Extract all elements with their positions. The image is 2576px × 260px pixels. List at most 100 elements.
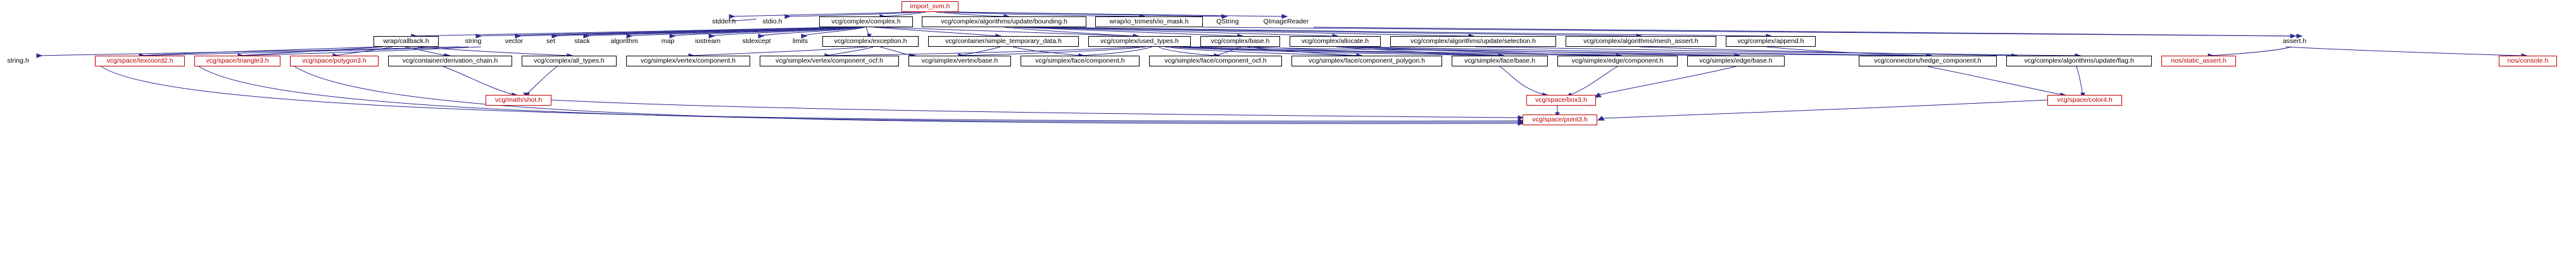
graph-node-label: stddef.h [712,18,736,26]
graph-node-n8[interactable]: wrap/callback.h [374,36,439,47]
graph-node-n18[interactable]: vcg/complex/exception.h [822,36,919,47]
graph-node-n31[interactable]: vcg/container/derivation_chain.h [388,56,512,66]
graph-node-n17[interactable]: limits [788,36,812,47]
graph-node-label: vcg/complex/exception.h [834,37,907,46]
graph-node-label: vcg/container/simple_temporary_data.h [945,37,1062,46]
graph-node-label: QImageReader [1263,18,1309,26]
graph-node-label: vcg/complex/append.h [1737,37,1804,46]
graph-node-n42[interactable]: vcg/connectors/hedge_component.h [1859,56,1997,66]
graph-node-label: vcg/simplex/edge/base.h [1699,57,1773,65]
graph-node-label: limits [793,37,808,46]
graph-node-n29[interactable]: vcg/space/triangle3.h [194,56,280,66]
graph-node-label: map [661,37,675,46]
graph-node-n25[interactable]: vcg/complex/append.h [1726,36,1816,47]
graph-node-n34[interactable]: vcg/simplex/vertex/component_ocf.h [760,56,899,66]
graph-node-n16[interactable]: stdexcept [736,36,777,47]
graph-node-label: vcg/complex/allocate.h [1301,37,1369,46]
graph-node-label: vcg/space/triangle3.h [206,57,269,65]
graph-node-label: nos/static_assert.h [2171,57,2227,65]
graph-node-n9[interactable]: string [460,36,487,47]
graph-node-n11[interactable]: set [541,36,560,47]
graph-node-label: vcg/space/texcoord2.h [106,57,173,65]
graph-node-label: vcg/simplex/vertex/component.h [641,57,736,65]
graph-node-n22[interactable]: vcg/complex/allocate.h [1290,36,1381,47]
graph-node-n33[interactable]: vcg/simplex/vertex/component.h [626,56,750,66]
graph-node-n20[interactable]: vcg/complex/used_types.h [1088,36,1191,47]
graph-node-n14[interactable]: map [656,36,680,47]
graph-node-label: vcg/space/point3.h [1532,116,1588,124]
graph-node-n38[interactable]: vcg/simplex/face/component_polygon.h [1291,56,1442,66]
graph-node-n15[interactable]: iostream [689,36,726,47]
graph-node-n26[interactable]: assert.h [2277,36,2312,47]
graph-node-n3[interactable]: vcg/complex/complex.h [819,16,913,27]
graph-node-label: vcg/connectors/hedge_component.h [1874,57,1982,65]
graph-node-label: vcg/simplex/face/base.h [1464,57,1536,65]
graph-node-label: nos/console.h [2507,57,2549,65]
graph-node-label: stdio.h [762,18,782,26]
graph-node-n19[interactable]: vcg/container/simple_temporary_data.h [928,36,1079,47]
graph-node-label: import_svm.h [910,3,950,11]
graph-node-n36[interactable]: vcg/simplex/face/component.h [1021,56,1140,66]
graph-node-n5[interactable]: wrap/io_trimesh/io_mask.h [1095,16,1203,27]
graph-node-n35[interactable]: vcg/simplex/vertex/base.h [908,56,1011,66]
graph-node-label: assert.h [2282,37,2307,46]
graph-node-label: stack [574,37,590,46]
graph-node-n44[interactable]: nos/static_assert.h [2161,56,2236,66]
graph-node-n13[interactable]: algorithm [605,36,644,47]
graph-node-label: vcg/complex/base.h [1210,37,1270,46]
graph-node-n27[interactable]: string.h [1,56,35,66]
graph-node-label: vcg/space/color4.h [2057,96,2113,104]
graph-node-n48[interactable]: vcg/space/color4.h [2047,95,2122,106]
graph-node-n2[interactable]: stdio.h [757,16,788,27]
graph-node-label: vcg/simplex/vertex/base.h [921,57,998,65]
graph-node-n24[interactable]: vcg/complex/algorithms/mesh_assert.h [1566,36,1716,47]
graph-node-label: vcg/simplex/face/component_polygon.h [1309,57,1425,65]
graph-node-label: vcg/simplex/face/component_ocf.h [1164,57,1267,65]
graph-node-n30[interactable]: vcg/space/polygon3.h [290,56,379,66]
graph-node-label: vcg/space/box3.h [1535,96,1587,104]
graph-node-n43[interactable]: vcg/complex/algorithms/update/flag.h [2006,56,2152,66]
graph-node-label: QString [1216,18,1239,26]
graph-node-label: vector [505,37,524,46]
graph-node-n47[interactable]: vcg/space/box3.h [1526,95,1596,106]
graph-node-label: vcg/complex/algorithms/update/selection.… [1411,37,1536,46]
graph-node-label: wrap/io_trimesh/io_mask.h [1109,18,1189,26]
graph-node-n10[interactable]: vector [499,36,529,47]
graph-node-label: vcg/complex/algorithms/mesh_assert.h [1583,37,1699,46]
graph-node-label: vcg/simplex/face/component.h [1035,57,1125,65]
graph-node-n45[interactable]: nos/console.h [2499,56,2557,66]
graph-node-n23[interactable]: vcg/complex/algorithms/update/selection.… [1390,36,1556,47]
graph-node-label: set [546,37,555,46]
graph-node-n7[interactable]: QImageReader [1257,16,1316,27]
graph-node-n21[interactable]: vcg/complex/base.h [1200,36,1280,47]
graph-node-n0[interactable]: import_svm.h [902,1,958,12]
graph-node-label: vcg/complex/algorithms/update/flag.h [2024,57,2134,65]
graph-node-n28[interactable]: vcg/space/texcoord2.h [95,56,185,66]
graph-node-label: vcg/space/polygon3.h [302,57,367,65]
graph-node-n39[interactable]: vcg/simplex/face/base.h [1452,56,1548,66]
graph-node-n12[interactable]: stack [569,36,595,47]
graph-node-label: wrap/callback.h [383,37,429,46]
graph-node-n1[interactable]: stddef.h [706,16,742,27]
graph-node-label: vcg/simplex/edge/component.h [1571,57,1664,65]
graph-node-n49[interactable]: vcg/space/point3.h [1523,115,1597,125]
graph-node-label: string [465,37,482,46]
graph-node-n32[interactable]: vcg/complex/all_types.h [522,56,617,66]
graph-node-label: vcg/container/derivation_chain.h [402,57,498,65]
graph-node-label: vcg/complex/algorithms/update/bounding.h [941,18,1067,26]
graph-node-n6[interactable]: QString [1211,16,1244,27]
graph-node-label: vcg/math/shot.h [494,96,543,104]
graph-node-n40[interactable]: vcg/simplex/edge/component.h [1557,56,1678,66]
graph-node-n41[interactable]: vcg/simplex/edge/base.h [1687,56,1785,66]
graph-node-label: stdexcept [742,37,771,46]
graph-node-n4[interactable]: vcg/complex/algorithms/update/bounding.h [922,16,1086,27]
graph-node-n46[interactable]: vcg/math/shot.h [486,95,551,106]
graph-node-n37[interactable]: vcg/simplex/face/component_ocf.h [1149,56,1282,66]
graph-node-label: string.h [7,57,29,65]
graph-node-label: vcg/complex/all_types.h [534,57,605,65]
graph-node-label: vcg/complex/used_types.h [1100,37,1179,46]
graph-node-label: iostream [694,37,721,46]
graph-node-label: vcg/simplex/vertex/component_ocf.h [776,57,883,65]
graph-node-label: vcg/complex/complex.h [831,18,901,26]
